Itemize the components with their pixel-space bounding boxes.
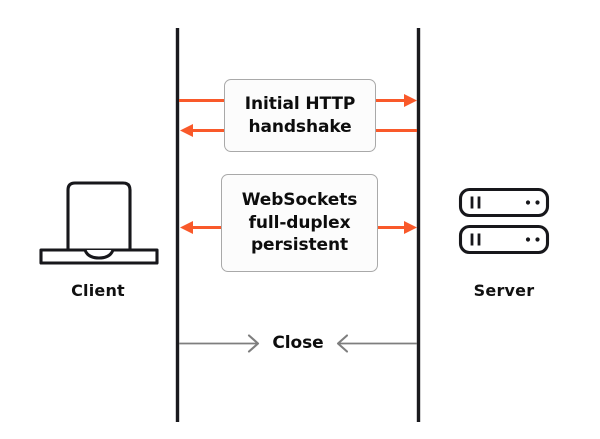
message-line: WebSockets (241, 190, 358, 211)
http-response-arrow (180, 124, 417, 137)
message-box-http: Initial HTTP handshake (224, 79, 376, 152)
laptop-icon (39, 181, 159, 265)
close-arrows (179, 334, 417, 353)
http-request-arrow (179, 94, 417, 107)
message-box-websockets: WebSockets full-duplex persistent (221, 174, 378, 272)
message-line: handshake (248, 116, 352, 137)
client-label: Client (71, 281, 125, 300)
close-label: Close (272, 333, 324, 353)
server-rack-icon (458, 187, 550, 255)
server-label: Server (473, 281, 535, 300)
websockets-duplex-arrow (180, 221, 417, 234)
message-line: persistent (250, 235, 349, 256)
message-line: Initial HTTP (244, 94, 356, 115)
message-line: full-duplex (248, 212, 351, 233)
